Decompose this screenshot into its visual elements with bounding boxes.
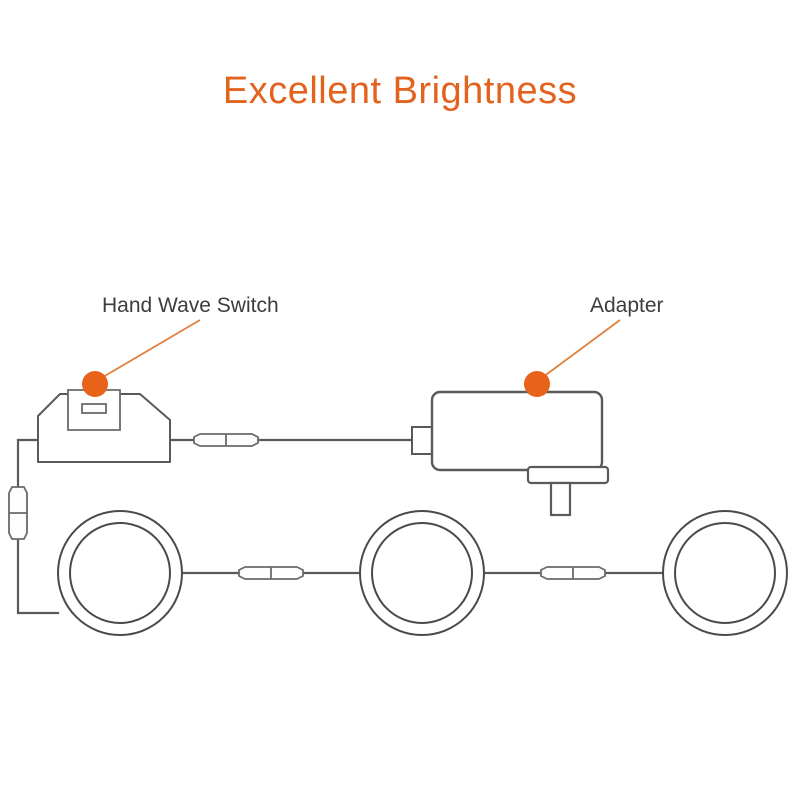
ring-lights-group <box>57 510 788 636</box>
callout-adapter-dot <box>524 371 550 397</box>
adapter-body[interactable] <box>411 390 610 517</box>
ring-light-2[interactable] <box>359 510 485 636</box>
connector-left-vertical[interactable] <box>8 486 28 540</box>
connectors-group <box>8 433 606 580</box>
ring-light-1[interactable] <box>57 510 183 636</box>
connector-ring2-to-ring3[interactable] <box>540 566 606 580</box>
callout-adapter-leader <box>542 319 621 378</box>
adapter-plug-base <box>526 465 610 485</box>
callout-label-hand-wave-switch: Hand Wave Switch <box>102 294 279 317</box>
connector-switch-to-adapter[interactable] <box>193 433 259 447</box>
hand-wave-switch-body[interactable] <box>37 389 171 463</box>
page-title: Excellent Brightness <box>222 70 578 112</box>
callout-hand-wave-switch-leader <box>97 319 201 381</box>
hand-wave-switch-sensor-window <box>81 403 107 414</box>
ring-light-3-inner <box>674 522 776 624</box>
adapter-plug-prong <box>549 481 572 517</box>
connector-ring1-to-ring2[interactable] <box>238 566 304 580</box>
ring-light-2-inner <box>371 522 473 624</box>
callout-hand-wave-switch[interactable] <box>82 319 201 397</box>
ring-light-1-inner <box>69 522 171 624</box>
callout-adapter[interactable] <box>524 319 621 397</box>
callouts-group <box>82 319 621 397</box>
ring-light-3[interactable] <box>662 510 788 636</box>
adapter-brick <box>430 390 604 472</box>
callout-hand-wave-switch-dot <box>82 371 108 397</box>
callout-label-adapter: Adapter <box>590 294 664 317</box>
